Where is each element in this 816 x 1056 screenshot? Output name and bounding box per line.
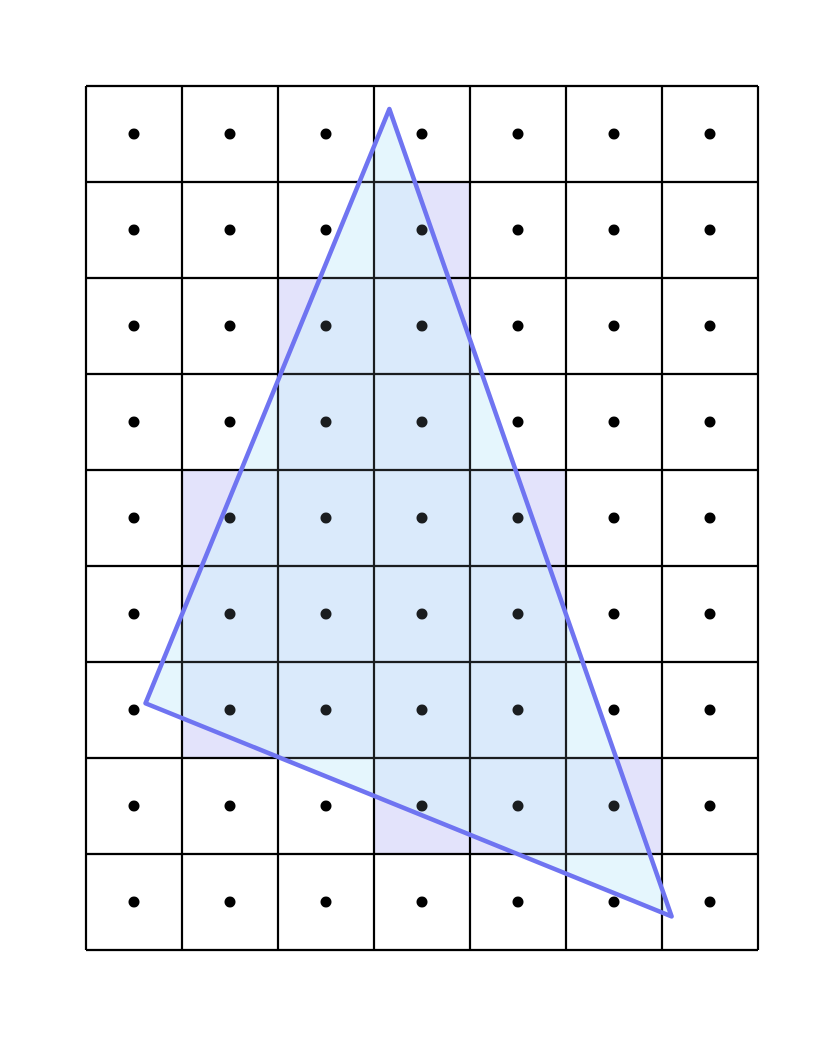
sample-point	[224, 224, 236, 236]
sample-point	[512, 224, 524, 236]
sample-point	[320, 224, 332, 236]
sample-point	[512, 512, 524, 524]
sample-point	[320, 608, 332, 620]
sample-point	[320, 704, 332, 716]
sample-point	[608, 896, 620, 908]
sample-point	[512, 704, 524, 716]
sample-point	[512, 800, 524, 812]
pixel-grid	[84, 84, 760, 952]
sample-point	[608, 320, 620, 332]
sample-point	[224, 128, 236, 140]
sample-point	[512, 320, 524, 332]
sample-point	[512, 416, 524, 428]
sample-point	[608, 800, 620, 812]
sample-point	[320, 128, 332, 140]
sample-point	[704, 704, 716, 716]
sample-point	[224, 512, 236, 524]
sample-point	[416, 800, 428, 812]
sample-point	[224, 896, 236, 908]
sample-point	[704, 320, 716, 332]
sample-point	[704, 224, 716, 236]
sample-point	[128, 896, 140, 908]
sample-point	[128, 608, 140, 620]
sample-point	[224, 704, 236, 716]
sample-point	[704, 128, 716, 140]
sample-point	[704, 896, 716, 908]
sample-point	[224, 320, 236, 332]
sample-point	[224, 416, 236, 428]
sample-point	[608, 416, 620, 428]
triangle-outline-layer	[143, 106, 674, 919]
sample-point	[416, 896, 428, 908]
sample-point	[224, 608, 236, 620]
sample-point	[416, 128, 428, 140]
sample-point	[416, 416, 428, 428]
sample-point	[512, 608, 524, 620]
sample-point	[128, 128, 140, 140]
sample-point	[704, 512, 716, 524]
sample-point	[416, 704, 428, 716]
sample-points	[128, 128, 716, 908]
sample-point	[512, 896, 524, 908]
sample-point	[416, 512, 428, 524]
sample-point	[224, 800, 236, 812]
sample-point	[608, 704, 620, 716]
sample-point	[320, 800, 332, 812]
sample-point	[416, 320, 428, 332]
sample-point	[608, 224, 620, 236]
sample-point	[320, 416, 332, 428]
sample-point	[704, 800, 716, 812]
sample-point	[416, 608, 428, 620]
sample-point	[320, 896, 332, 908]
sample-point	[608, 128, 620, 140]
triangle-outline	[143, 106, 674, 919]
sample-point	[608, 512, 620, 524]
sample-point	[128, 512, 140, 524]
sample-point	[128, 704, 140, 716]
sample-point	[128, 224, 140, 236]
sample-point	[128, 800, 140, 812]
sample-point	[608, 608, 620, 620]
sample-point	[704, 608, 716, 620]
sample-point	[320, 320, 332, 332]
sample-point	[128, 416, 140, 428]
sample-point	[704, 416, 716, 428]
sample-point	[320, 512, 332, 524]
sample-point	[416, 224, 428, 236]
sample-point	[128, 320, 140, 332]
sample-point	[512, 128, 524, 140]
